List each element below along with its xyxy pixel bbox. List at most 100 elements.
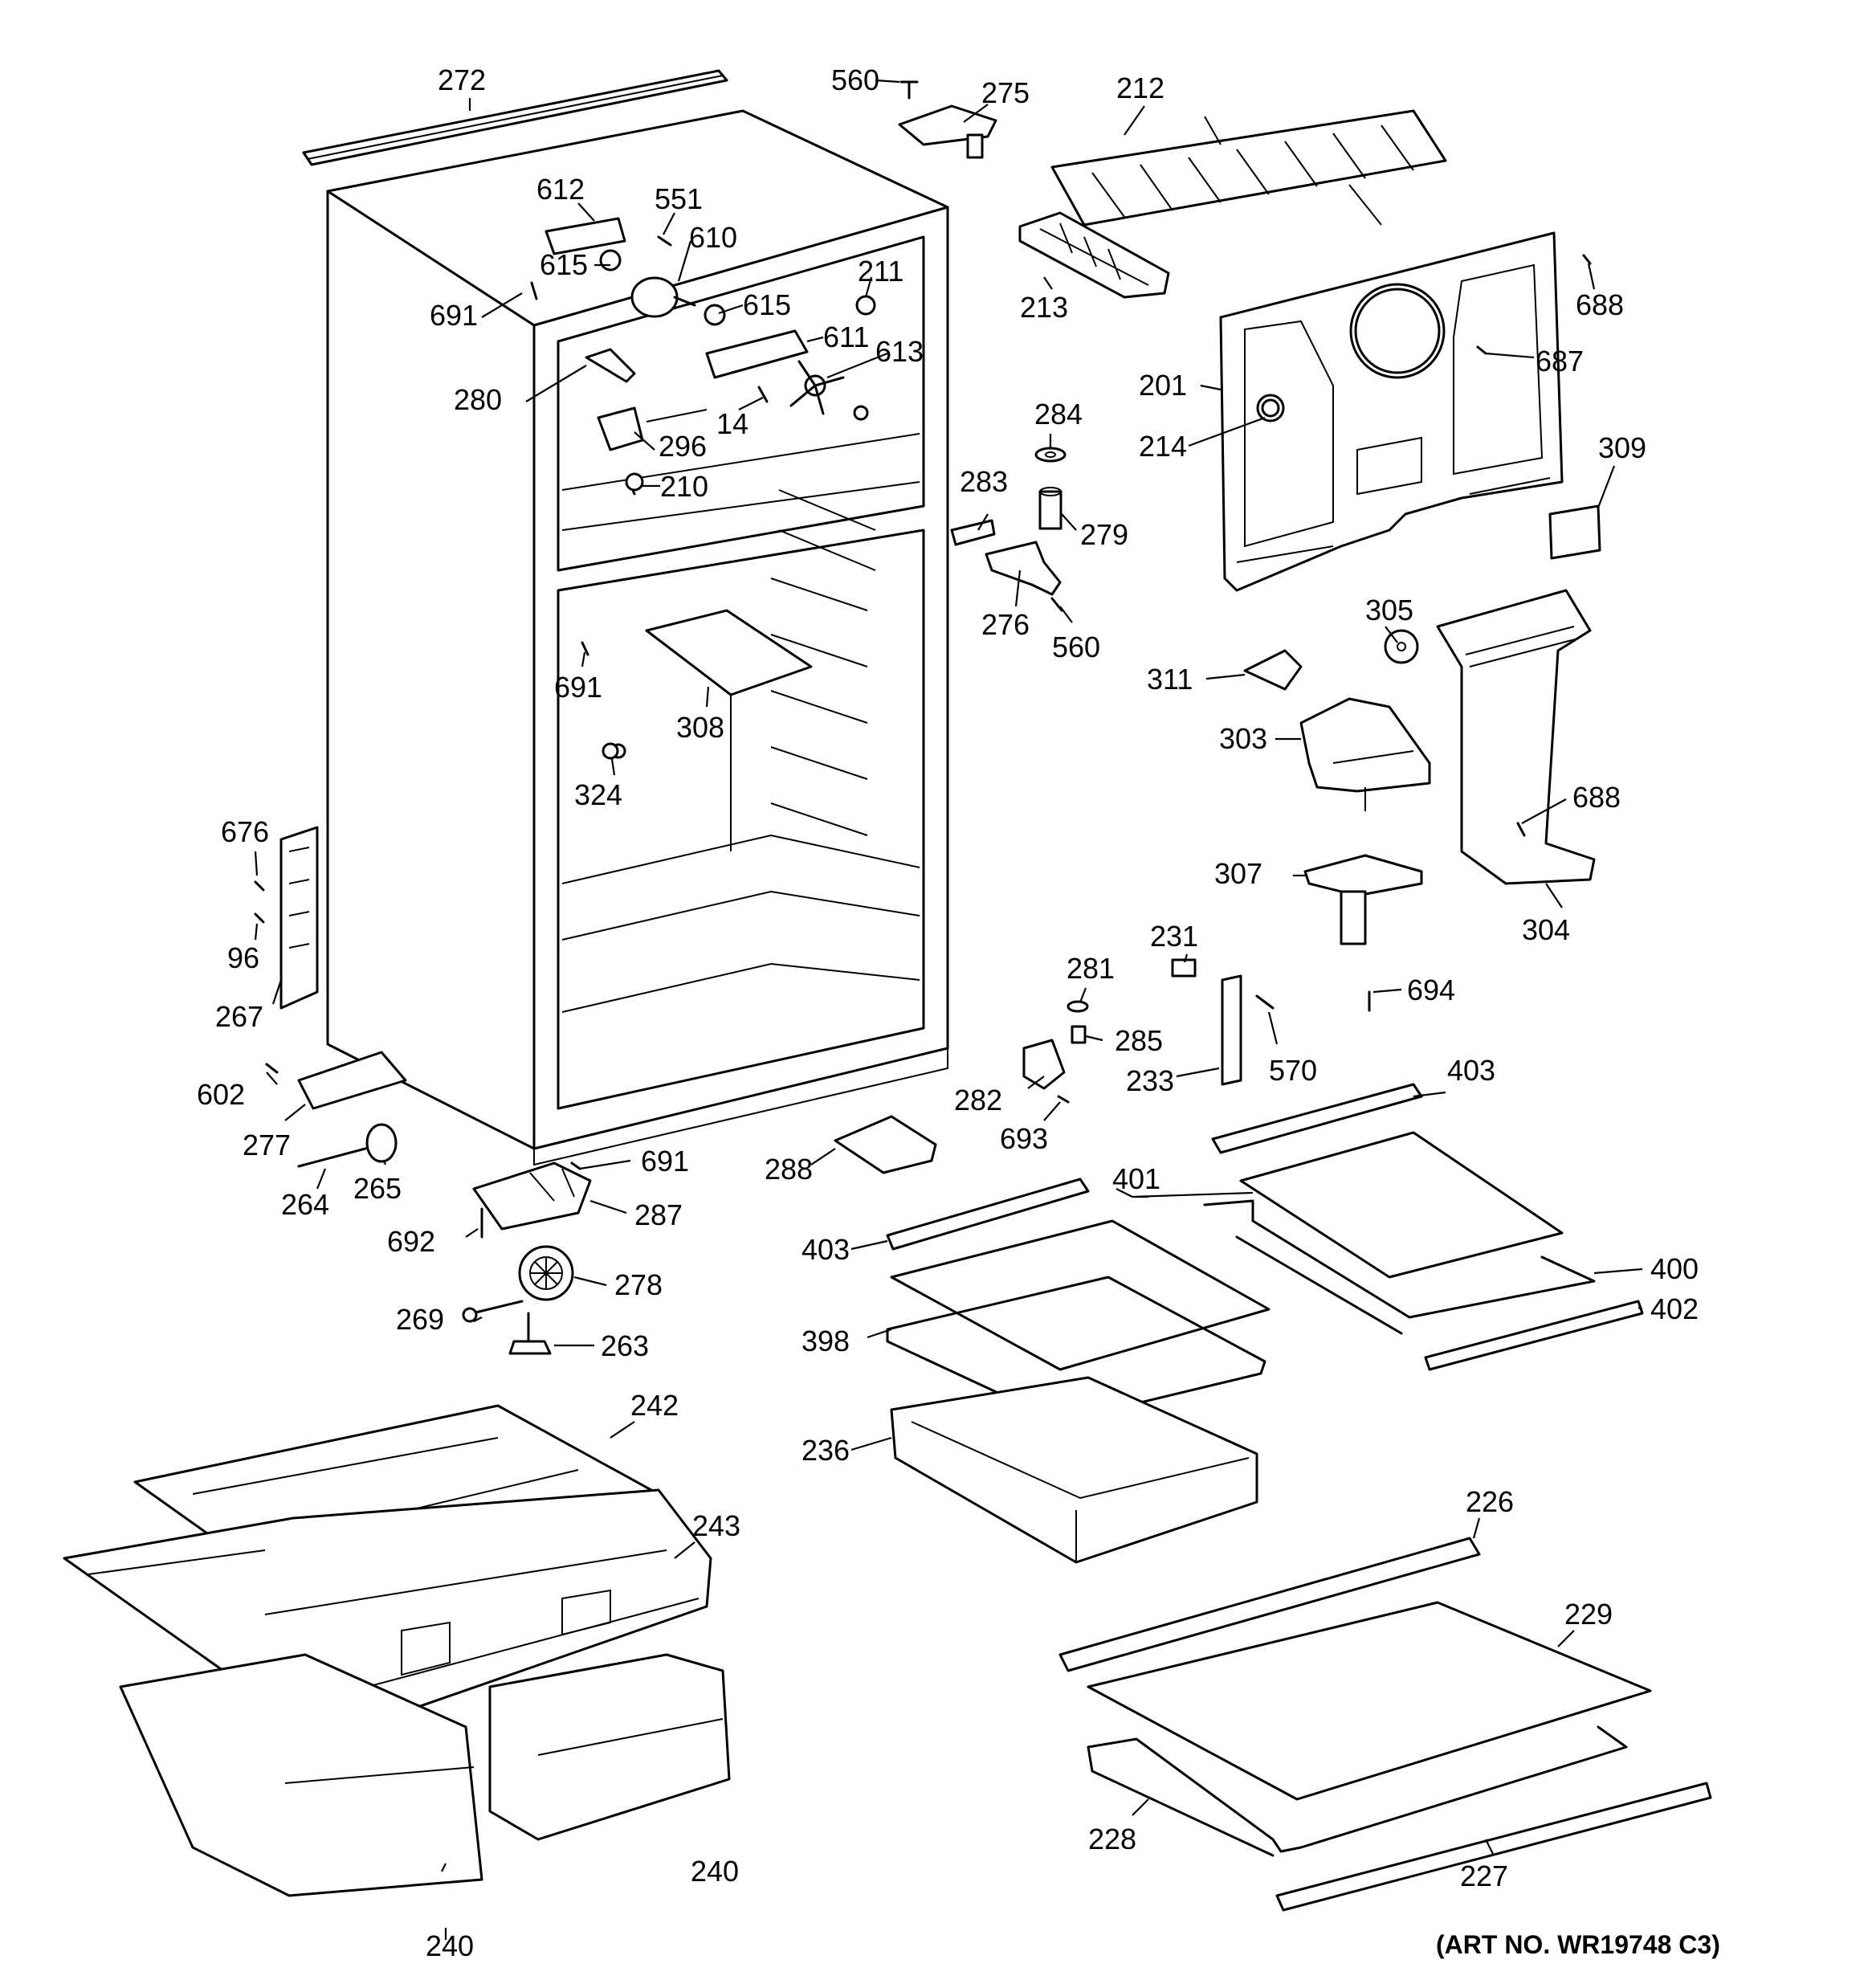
callout-233: 233 (1126, 1064, 1174, 1097)
part-285-pin (1071, 1025, 1087, 1044)
screws (254, 80, 1592, 1239)
callout-231: 231 (1150, 920, 1198, 953)
callout-691-bottom: 691 (641, 1145, 689, 1178)
callout-311: 311 (1147, 663, 1193, 696)
part-324-plug (602, 742, 619, 760)
leader-lines (254, 79, 1643, 1940)
part-398-crisper-cover (886, 1219, 1270, 1423)
part-403-shelf-front-trim-upper (1211, 1083, 1423, 1154)
part-610-fan-motor (630, 276, 696, 318)
part-612-bracket (544, 217, 626, 255)
callout-211: 211 (858, 255, 903, 288)
callout-688-top: 688 (1576, 288, 1624, 321)
callout-309: 309 (1598, 431, 1646, 464)
callout-228: 228 (1088, 1823, 1136, 1855)
callout-403-upper: 403 (1447, 1054, 1495, 1087)
part-265-roller (365, 1123, 398, 1163)
callout-283: 283 (960, 465, 1008, 498)
part-282-bottom-hinge (1022, 1039, 1066, 1090)
part-611-motor-bracket (705, 329, 809, 379)
part-279-hinge-pin (1038, 487, 1062, 530)
callout-269: 269 (396, 1303, 444, 1336)
callout-691-mid: 691 (554, 671, 602, 704)
callout-691-top: 691 (430, 299, 478, 332)
callout-693: 693 (1000, 1122, 1048, 1155)
part-236-crisper-drawer (890, 1376, 1258, 1564)
callout-560: 560 (831, 63, 879, 96)
callout-296: 296 (659, 430, 707, 463)
callout-611: 611 (823, 320, 869, 353)
callout-551: 551 (655, 182, 703, 215)
part-240-pan-left (119, 1653, 483, 1897)
callout-401: 401 (1112, 1162, 1160, 1195)
callout-277: 277 (243, 1129, 291, 1161)
part-307-damper-control (1303, 854, 1423, 945)
part-309-label (1548, 504, 1601, 560)
callout-305: 305 (1365, 594, 1413, 627)
callout-694: 694 (1407, 974, 1455, 1006)
part-401-glass-shelf (1239, 1131, 1564, 1279)
art-number: (ART NO. WR19748 C3) (1436, 1930, 1720, 1959)
part-269-bolt (462, 1300, 524, 1323)
callout-284: 284 (1034, 398, 1083, 431)
part-403-shelf-front-trim-lower (886, 1178, 1090, 1251)
callout-676: 676 (221, 815, 269, 848)
callout-402: 402 (1650, 1292, 1699, 1325)
callout-264: 264 (281, 1188, 329, 1221)
callout-214: 214 (1139, 430, 1187, 463)
cabinet (326, 109, 949, 1166)
callout-242: 242 (630, 1389, 679, 1422)
part-233-rail (1221, 974, 1242, 1086)
callout-303: 303 (1219, 722, 1267, 755)
part-267-side-bracket (279, 826, 319, 1010)
callout-560-lower: 560 (1052, 631, 1100, 663)
callout-287: 287 (634, 1198, 683, 1231)
part-308-shelf-bracket (645, 609, 813, 696)
callout-324: 324 (574, 778, 622, 811)
callout-398: 398 (801, 1325, 850, 1357)
callout-281: 281 (1067, 952, 1115, 985)
callout-307: 307 (1214, 857, 1262, 890)
callout-613: 613 (875, 335, 924, 368)
callout-240-left: 240 (426, 1929, 474, 1962)
callout-275: 275 (981, 76, 1030, 109)
part-228-shelf-frame (1087, 1725, 1628, 1857)
part-284-washer (1034, 447, 1067, 463)
part-213-ice-tray (1018, 211, 1170, 299)
callout-308: 308 (676, 711, 724, 744)
callout-226: 226 (1466, 1485, 1514, 1518)
callout-602: 602 (197, 1078, 245, 1111)
part-400-shelf-frame (1203, 1199, 1596, 1335)
part-281-washer (1067, 1000, 1089, 1013)
callout-282: 282 (954, 1084, 1002, 1116)
callout-243: 243 (692, 1509, 740, 1542)
part-212-wire-shelf (1050, 109, 1447, 227)
callout-201: 201 (1139, 369, 1187, 402)
part-240-pan-right (488, 1653, 731, 1841)
part-305-fan-blade (1384, 629, 1419, 664)
part-304-air-duct (1436, 589, 1596, 885)
callout-14: 14 (716, 407, 748, 440)
part-214-plug (1261, 398, 1280, 418)
callout-279: 279 (1080, 518, 1128, 551)
part-14-wire (646, 409, 708, 423)
callout-615-upper: 615 (540, 248, 588, 281)
callout-612: 612 (536, 173, 585, 206)
callout-278: 278 (614, 1268, 663, 1301)
part-227-shelf-rear-trim (1275, 1782, 1712, 1912)
callout-265: 265 (353, 1172, 402, 1205)
callout-240-right: 240 (691, 1855, 739, 1888)
callout-213: 213 (1020, 291, 1068, 324)
callout-227: 227 (1460, 1859, 1508, 1892)
part-275-top-hinge (898, 104, 997, 159)
part-276-center-hinge (985, 541, 1062, 596)
callout-615-lower: 615 (743, 288, 791, 321)
callout-403-lower: 403 (801, 1233, 850, 1266)
part-283-shim (950, 519, 996, 546)
callout-692: 692 (387, 1225, 435, 1258)
callout-numbers: 272 560 275 212 612 551 610 615 211 691 … (197, 63, 1699, 1962)
callout-263: 263 (601, 1329, 649, 1362)
callout-272: 272 (438, 63, 486, 96)
callout-96: 96 (227, 941, 259, 974)
